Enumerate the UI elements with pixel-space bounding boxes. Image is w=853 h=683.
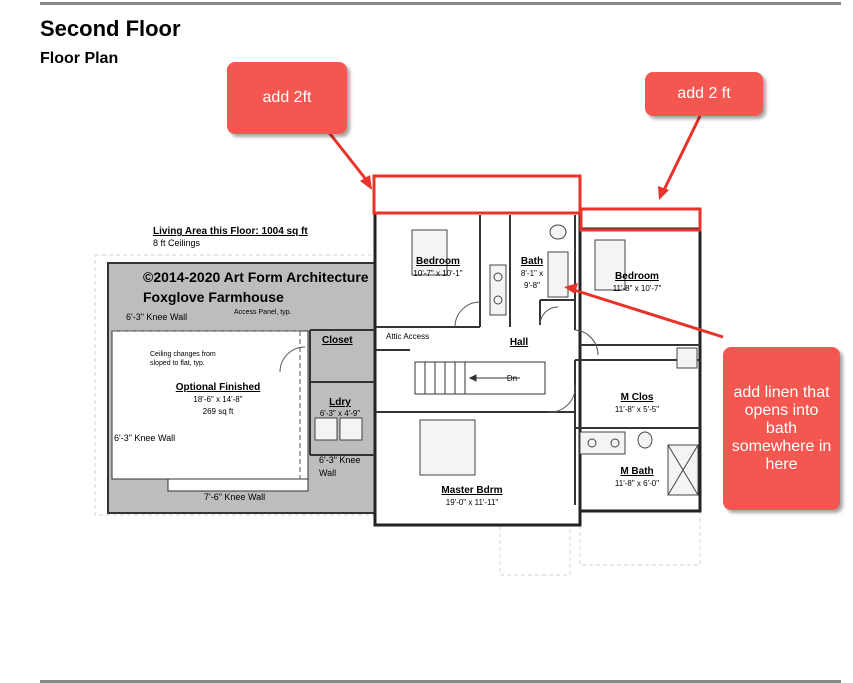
attic-access-label: Attic Access bbox=[386, 332, 429, 341]
plan-name: Foxglove Farmhouse bbox=[143, 289, 284, 305]
knee-wall-top-label: 6'-3" Knee Wall bbox=[126, 312, 187, 322]
copyright-text: ©2014-2020 Art Form Architecture bbox=[143, 269, 369, 285]
closet-label: Closet bbox=[322, 335, 353, 346]
knee-wall-right-label-2: Wall bbox=[319, 468, 336, 478]
ceilings-note: 8 ft Ceilings bbox=[153, 238, 201, 248]
stair-dn-label: Dn bbox=[507, 374, 517, 383]
knee-wall-bottom-label: 7'-6" Knee Wall bbox=[204, 492, 265, 502]
area-title: Living Area this Floor: 1004 sq ft bbox=[153, 226, 308, 237]
m-bath-label: M Bath bbox=[620, 466, 653, 477]
bottom-rule bbox=[40, 680, 841, 683]
master-label: Master Bdrm bbox=[441, 485, 502, 496]
page-title: Second Floor bbox=[40, 16, 181, 41]
exterior-walls bbox=[373, 211, 702, 527]
callout-add-right: add 2 ft bbox=[645, 72, 763, 116]
bedroom2-label: Bedroom bbox=[615, 271, 659, 282]
m-bath-dims: 11'-8" x 6'-0" bbox=[615, 479, 659, 488]
page-subtitle: Floor Plan bbox=[40, 50, 119, 67]
callout-linen-note: add linen that opens into bath somewhere… bbox=[723, 347, 840, 510]
knee-wall-left-label: 6'-3" Knee Wall bbox=[114, 433, 175, 443]
bedroom2-dims: 11'-8" x 10'-7" bbox=[613, 284, 662, 293]
optional-area: 269 sq ft bbox=[203, 407, 234, 416]
optional-finished-label: Optional Finished bbox=[176, 382, 260, 393]
hall-label: Hall bbox=[510, 337, 529, 348]
callout-add-left: add 2ft bbox=[227, 62, 347, 134]
bedroom1-dims: 10'-7" x 10'-1" bbox=[413, 269, 462, 278]
laundry-label: Ldry bbox=[329, 397, 351, 408]
bath-dims-2: 9'-8" bbox=[524, 281, 540, 290]
door-swings bbox=[279, 301, 599, 413]
fixtures bbox=[314, 224, 699, 496]
optional-dims: 18'-6" x 14'-8" bbox=[193, 395, 242, 404]
master-dims: 19'-0" x 11'-11" bbox=[446, 498, 499, 507]
knee-wall-right-label-1: 6'-3" Knee bbox=[319, 455, 360, 465]
ceiling-note-2: sloped to flat, typ. bbox=[150, 360, 205, 367]
m-clos-dims: 11'-8" x 5'-5" bbox=[615, 405, 659, 414]
bedroom1-label: Bedroom bbox=[416, 256, 460, 267]
annotation-marks bbox=[325, 115, 724, 339]
top-rule bbox=[40, 2, 841, 5]
stairs bbox=[414, 361, 546, 395]
ceiling-note-1: Ceiling changes from bbox=[150, 351, 216, 358]
laundry-dims: 6'-3" x 4'-9" bbox=[320, 409, 360, 418]
bath-label: Bath bbox=[521, 256, 543, 267]
access-panel-label: Access Panel, typ. bbox=[234, 309, 292, 316]
m-clos-label: M Clos bbox=[621, 392, 654, 403]
bath-dims-1: 8'-1" x bbox=[521, 269, 543, 278]
attic-area bbox=[107, 262, 376, 514]
